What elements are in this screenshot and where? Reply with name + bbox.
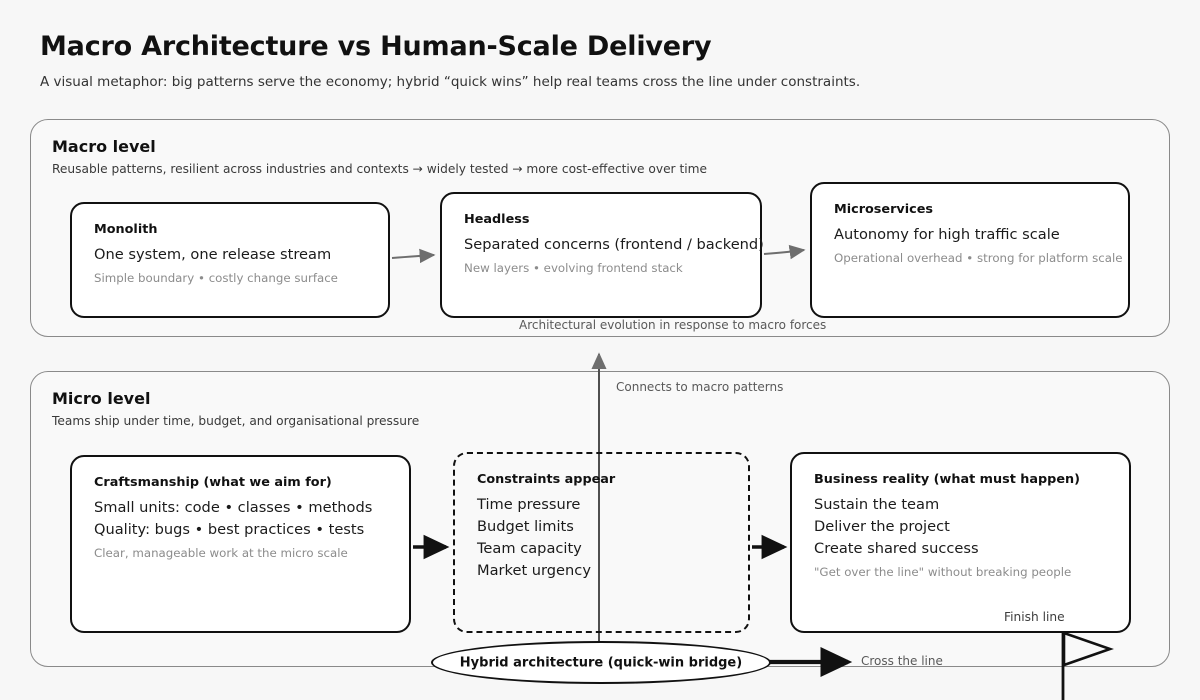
card-headless-content: Headless Separated concerns (frontend / … (464, 212, 764, 275)
card-headless-line: Separated concerns (frontend / backend) (464, 236, 764, 253)
card-business-reality-content: Business reality (what must happen) Sust… (814, 472, 1113, 579)
card-monolith-content: Monolith One system, one release stream … (94, 222, 372, 285)
constraint-item-time-pressure: Time pressure (477, 496, 581, 513)
card-microservices-title: Microservices (834, 202, 934, 217)
card-monolith-line: One system, one release stream (94, 246, 332, 263)
card-headless-title: Headless (464, 212, 530, 227)
macro-level-subtitle: Reusable patterns, resilient across indu… (52, 162, 707, 176)
cross-the-line-label: Cross the line (861, 654, 943, 668)
business-line-create: Create shared success (814, 540, 979, 557)
card-headless-note: New layers • evolving frontend stack (464, 261, 683, 275)
card-constraints-content: Constraints appear Time pressure Budget … (477, 472, 732, 584)
card-headless[interactable]: Headless Separated concerns (frontend / … (440, 192, 764, 318)
macro-level-title: Macro level (52, 137, 156, 156)
edge-monolith-to-headless (391, 248, 436, 264)
card-microservices-content: Microservices Autonomy for high traffic … (834, 202, 1123, 265)
macro-evolution-caption: Architectural evolution in response to m… (519, 318, 827, 332)
card-constraints[interactable]: Constraints appear Time pressure Budget … (453, 452, 750, 633)
hybrid-architecture-bridge[interactable]: Hybrid architecture (quick-win bridge) (431, 641, 771, 684)
page-subtitle: A visual metaphor: big patterns serve th… (40, 74, 861, 90)
card-craftsmanship-note: Clear, manageable work at the micro scal… (94, 546, 348, 560)
business-line-sustain: Sustain the team (814, 496, 940, 513)
card-microservices[interactable]: Microservices Autonomy for high traffic … (810, 182, 1130, 318)
card-business-reality-title: Business reality (what must happen) (814, 472, 1080, 487)
edge-headless-to-microservices (763, 244, 806, 260)
constraint-item-market-urgency: Market urgency (477, 562, 591, 579)
card-craftsmanship-line-2: Quality: bugs • best practices • tests (94, 521, 365, 538)
card-microservices-note: Operational overhead • strong for platfo… (834, 251, 1123, 265)
card-craftsmanship-title: Craftsmanship (what we aim for) (94, 475, 332, 490)
card-craftsmanship-content: Craftsmanship (what we aim for) Small un… (94, 475, 393, 560)
constraint-item-team-capacity: Team capacity (477, 540, 582, 557)
card-business-reality[interactable]: Business reality (what must happen) Sust… (790, 452, 1131, 633)
card-monolith-note: Simple boundary • costly change surface (94, 271, 338, 285)
page-title: Macro Architecture vs Human-Scale Delive… (40, 31, 712, 62)
card-craftsmanship-line-1: Small units: code • classes • methods (94, 499, 373, 516)
business-line-deliver: Deliver the project (814, 518, 950, 535)
card-monolith[interactable]: Monolith One system, one release stream … (70, 202, 390, 318)
card-craftsmanship[interactable]: Craftsmanship (what we aim for) Small un… (70, 455, 411, 633)
card-constraints-title: Constraints appear (477, 472, 616, 487)
card-business-reality-note: "Get over the line" without breaking peo… (814, 565, 1072, 579)
hybrid-architecture-bridge-label: Hybrid architecture (quick-win bridge) (459, 655, 743, 670)
finish-line-label: Finish line (1004, 610, 1065, 624)
connects-to-macro-caption: Connects to macro patterns (616, 380, 784, 394)
constraint-item-budget-limits: Budget limits (477, 518, 574, 535)
card-microservices-line: Autonomy for high traffic scale (834, 226, 1060, 243)
card-monolith-title: Monolith (94, 222, 158, 237)
micro-level-title: Micro level (52, 389, 151, 408)
micro-level-subtitle: Teams ship under time, budget, and organ… (52, 414, 420, 428)
